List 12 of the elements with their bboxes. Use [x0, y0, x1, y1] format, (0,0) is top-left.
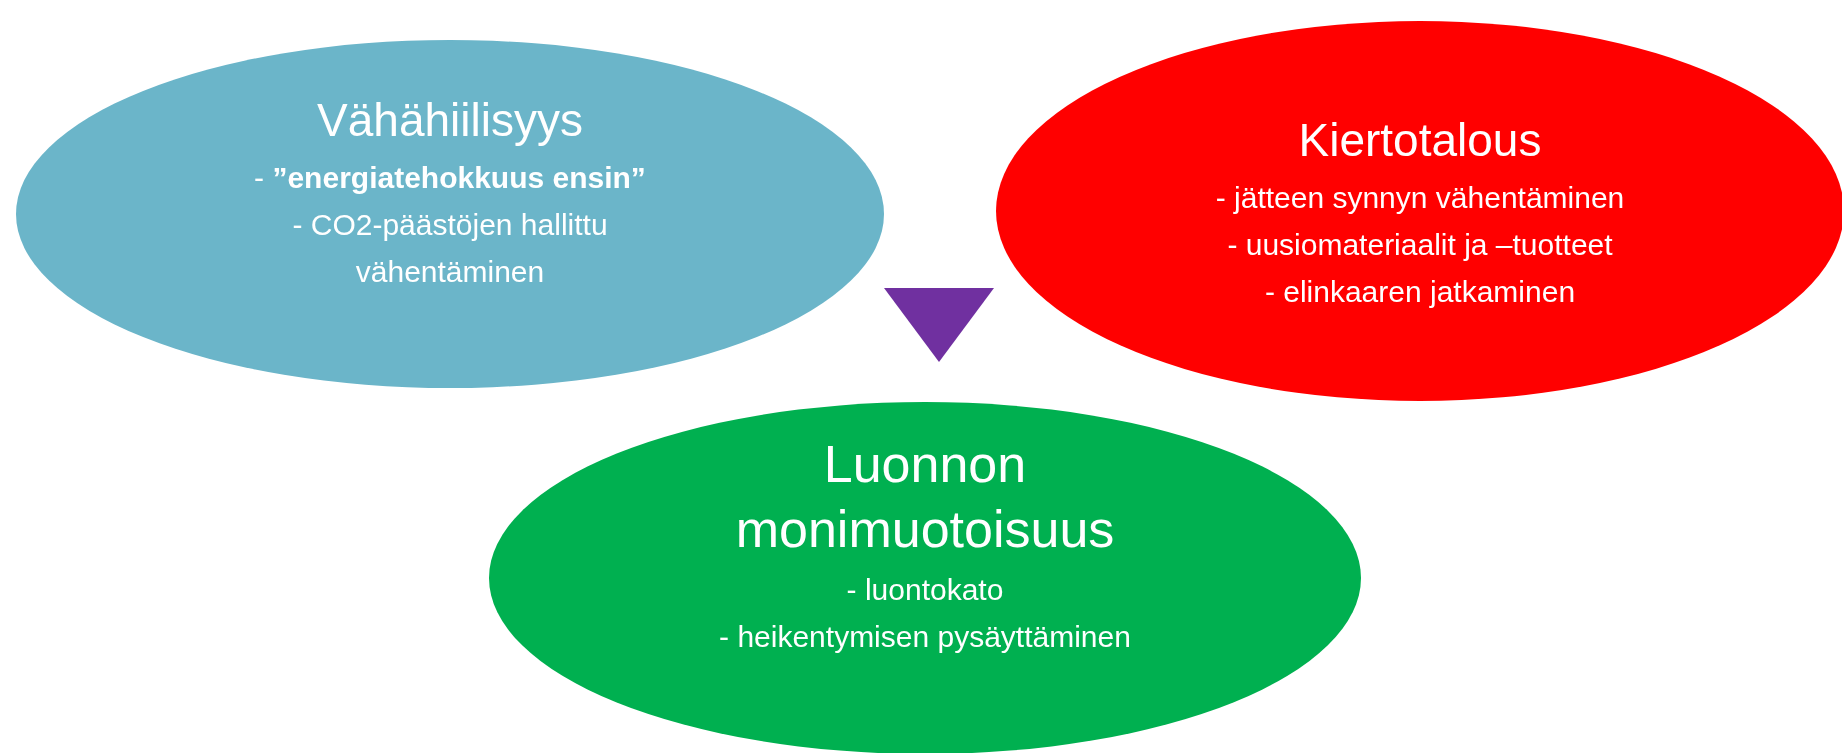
topic-heading: Kiertotalous — [1298, 113, 1542, 168]
topic-heading: Vähähiilisyys — [317, 93, 583, 148]
bullet-item: - heikentymisen pysäyttäminen — [719, 619, 1131, 655]
bullet-item: - CO2-päästöjen hallittu vähentäminen — [291, 206, 609, 290]
triangle-marker — [884, 288, 994, 362]
topic-heading: Luonnon monimuotoisuus — [734, 434, 1116, 560]
bullet-item: - ”energiatehokkuus ensin” — [254, 159, 646, 196]
bullet-item: - uusiomateriaalit ja –tuotteet — [1227, 226, 1613, 263]
topic-ellipse — [16, 40, 884, 388]
bullet-item: - elinkaaren jatkaminen — [1264, 273, 1576, 310]
bullet-item: - jätteen synnyn vähentäminen — [1215, 179, 1625, 216]
bullet-item: - luontokato — [846, 572, 1004, 608]
